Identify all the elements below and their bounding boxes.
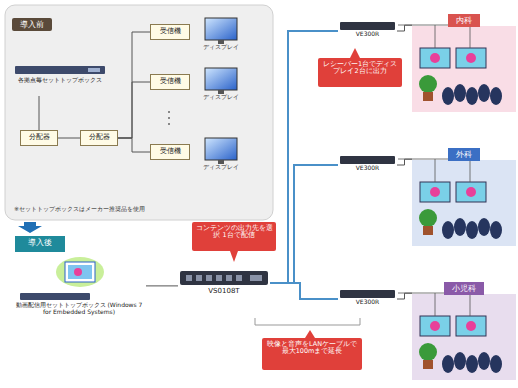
note-label: ※セットトップボックスはメーカー推奨品を使用 [14, 205, 145, 214]
callout-box: 映像と音声をLANケーブルで最大100mまで延長 [262, 338, 362, 370]
ellipsis-dots [168, 111, 170, 125]
splitter-box: 分配器 [20, 130, 58, 146]
stb-device [15, 66, 105, 74]
receiver-node: VE300R [338, 154, 397, 176]
connector-line [397, 159, 412, 165]
display-label: ディスプレイ [203, 163, 239, 172]
room-node: 小児科 [412, 276, 516, 295]
node-text: コンテンツの出力先を選択 1台で配信 [195, 225, 273, 240]
callout-pointer [305, 330, 315, 338]
node-text: VE300R [338, 299, 397, 306]
stb-picture [20, 257, 104, 300]
receiver-box: 受信機 [150, 144, 190, 160]
node-text: 受信機 [152, 147, 188, 155]
room-ground [412, 160, 516, 246]
receiver-node: VE300R [338, 20, 397, 42]
callout-box: レシーバー1台でディスプレイ2台に出力 [318, 58, 402, 87]
receiver-node: VE300R [338, 288, 397, 310]
node-text: VE300R [338, 165, 397, 172]
stb-label: 各拠点毎セットトップボックス [15, 76, 105, 96]
room-tab: 小児科 [444, 282, 484, 295]
connector-line [146, 285, 178, 286]
receiver-box: 受信機 [150, 74, 190, 90]
node-text: レシーバー1台でディスプレイ2台に出力 [321, 61, 399, 76]
room-tab: 外科 [448, 148, 480, 161]
room-tab: 内科 [448, 14, 480, 27]
lan-cable [270, 165, 338, 283]
room-ground [412, 26, 516, 112]
connector-line [118, 82, 150, 138]
receiver-device [340, 156, 395, 164]
callout-pointer [350, 48, 360, 58]
connector-line [118, 32, 150, 138]
splitter-node: VS0108T [178, 269, 270, 297]
range-bracket [255, 318, 360, 325]
before-panel: 導入前各拠点毎セットトップボックス分配器分配器受信機受信機受信機 [5, 5, 273, 220]
room-node: 内科 [412, 8, 516, 27]
node-text: 映像と音声をLANケーブルで最大100mまで延長 [265, 341, 359, 356]
display-label: ディスプレイ [203, 93, 239, 102]
heading-tab: 導入前 [12, 18, 52, 31]
after-tag: 導入後 [15, 236, 65, 252]
room-node: 外科 [412, 142, 516, 161]
splitter-device [180, 271, 268, 285]
down-arrow [18, 222, 42, 233]
receiver-device [340, 22, 395, 30]
node-text: 各拠点毎セットトップボックス [16, 77, 104, 84]
display-label: ディスプレイ [203, 43, 239, 52]
connector-line [39, 96, 40, 130]
splitter-ports [186, 275, 262, 281]
connector-line [118, 138, 150, 152]
before-panel-ground [5, 5, 273, 220]
stb-device-panel [88, 68, 100, 72]
node-text: 動画配信用セットトップボックス (Windows 7 for Embedded … [12, 302, 146, 316]
node-text: VS0108T [178, 287, 270, 295]
node-text: VE300R [338, 31, 397, 38]
room-illustrations [398, 25, 502, 373]
connector-line [58, 138, 80, 139]
receiver-box: 受信機 [150, 24, 190, 40]
connector-line [397, 25, 412, 31]
callout-pointer [230, 251, 238, 262]
display-icons [205, 18, 237, 164]
splitter-box: 分配器 [80, 130, 118, 146]
room-ground [412, 294, 516, 380]
lan-cable [270, 283, 338, 299]
receiver-device [340, 290, 395, 298]
node-text: 受信機 [152, 27, 188, 35]
stb-node: 動画配信用セットトップボックス (Windows 7 for Embedded … [12, 256, 146, 316]
callout-box: コンテンツの出力先を選択 1台で配信 [192, 222, 276, 251]
connector-line [397, 293, 412, 299]
node-text: 分配器 [82, 133, 116, 141]
node-text: 分配器 [22, 133, 56, 141]
node-text: 導入後 [17, 238, 63, 247]
node-text: 受信機 [152, 77, 188, 85]
